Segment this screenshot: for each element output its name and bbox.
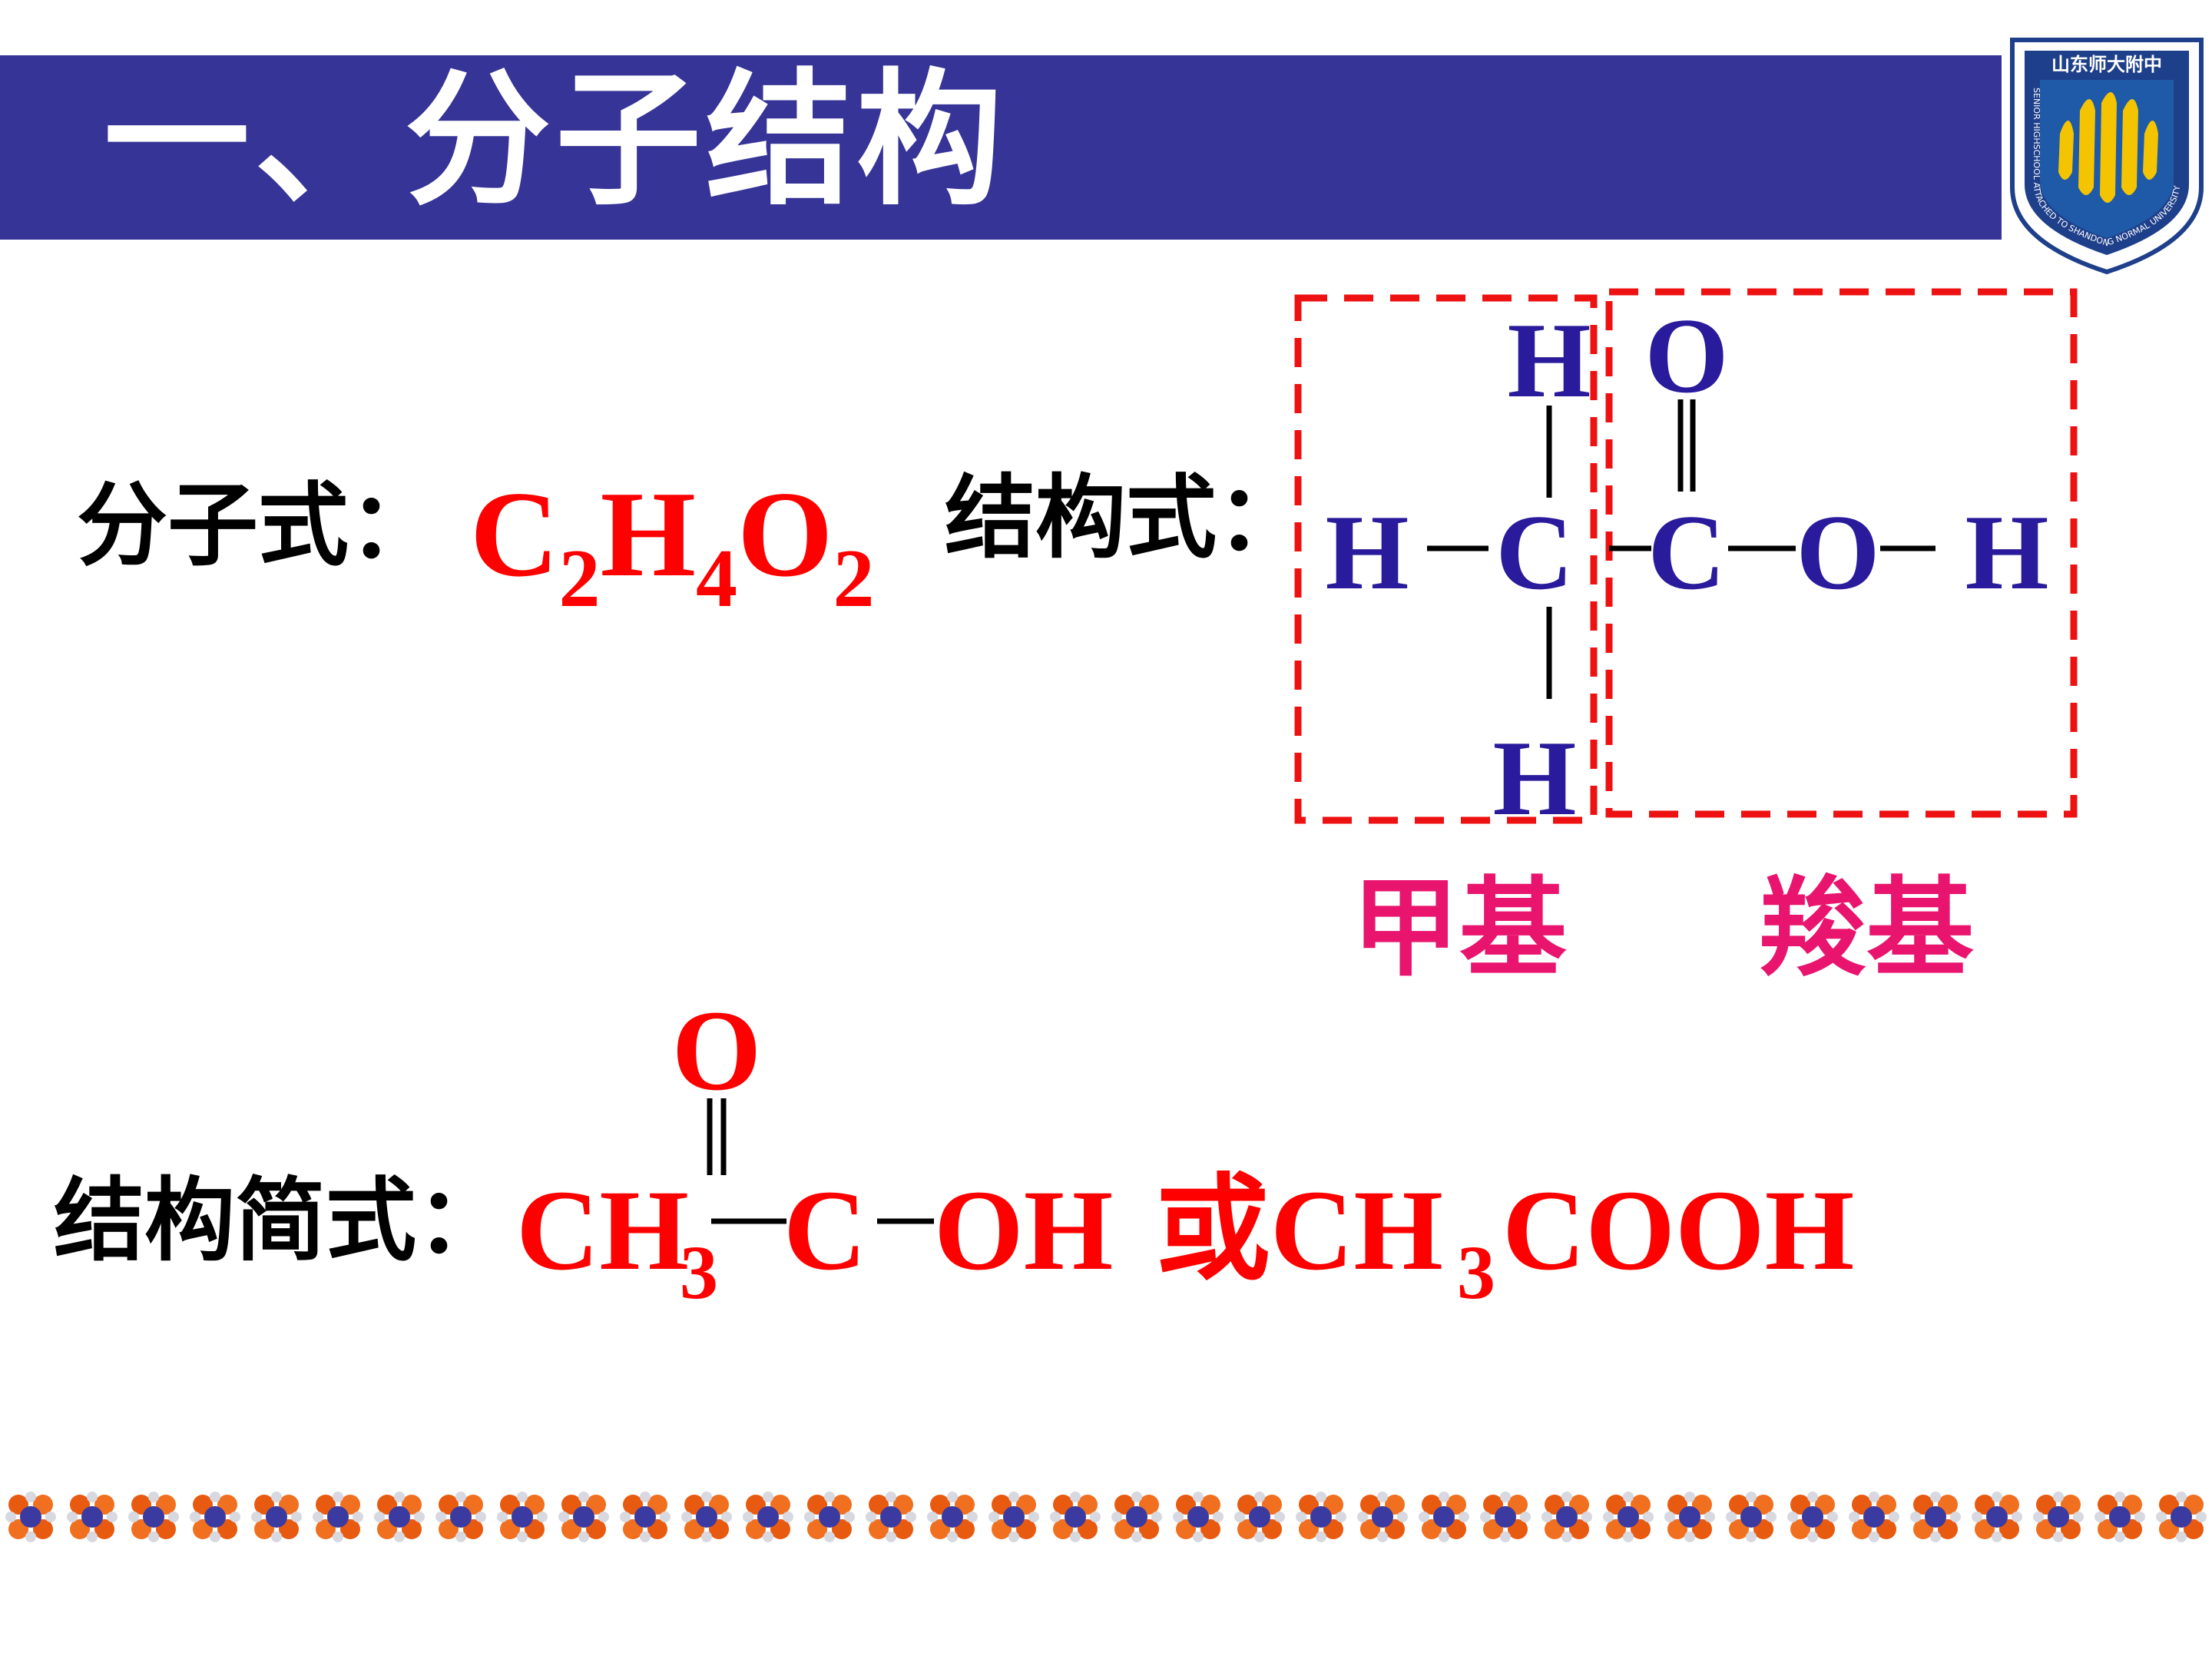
- molecule-icon: [497, 1492, 548, 1542]
- molecule-icon: [1480, 1492, 1531, 1542]
- molecule-icon: [681, 1492, 732, 1542]
- atom-o-right: O: [1796, 493, 1880, 612]
- condensed-alt-sub: 3: [1457, 1230, 1495, 1315]
- molecule-icon: [1664, 1492, 1715, 1542]
- atom-h-right: H: [1965, 493, 2049, 612]
- molecule-icon: [190, 1492, 240, 1542]
- carboxyl-group-box: [1605, 288, 2078, 818]
- molecule-icon: [251, 1492, 302, 1542]
- condensed-o-top: O: [672, 991, 762, 1114]
- methyl-group-box: [1294, 294, 1598, 824]
- school-logo-icon: 山东师大附中 SENIOR HIGHSCHOOL ATTACHED TO SHA…: [2010, 38, 2204, 275]
- molecule-icon: [1111, 1492, 1162, 1542]
- formula-el-o: O: [737, 465, 833, 602]
- atom-c2: C: [1647, 493, 1725, 612]
- molecule-icon: [2156, 1492, 2207, 1542]
- molecular-formula: C2H4O2: [470, 472, 874, 621]
- condensed-formula-label: 结构简式：: [54, 1167, 508, 1273]
- molecule-icon: [988, 1492, 1039, 1542]
- molecule-icon: [1357, 1492, 1408, 1542]
- molecule-icon: [558, 1492, 609, 1542]
- formula-sub-h: 4: [696, 533, 737, 624]
- condensed-formula-diagram: O CH 3 C OH 或CH 3 COOH: [516, 991, 1854, 1315]
- condensed-c: C: [783, 1167, 866, 1294]
- molecule-icon: [1910, 1492, 1961, 1542]
- molecule-icon: [1419, 1492, 1469, 1542]
- formula-sub-o: 2: [833, 533, 875, 624]
- atom-o-top: O: [1645, 296, 1729, 416]
- molecule-icon: [67, 1492, 118, 1542]
- molecule-icon: [1603, 1492, 1654, 1542]
- condensed-alt-suffix: COOH: [1502, 1167, 1854, 1294]
- methyl-group-label: 甲基: [1352, 866, 1568, 992]
- molecule-icon: [128, 1492, 179, 1542]
- molecule-icon: [743, 1492, 793, 1542]
- carboxyl-group-label: 羧基: [1759, 866, 1975, 992]
- structural-formula-label: 结构式：: [945, 465, 1308, 571]
- formula-el-h: H: [600, 465, 696, 602]
- molecule-icon: [435, 1492, 486, 1542]
- molecule-icon: [2094, 1492, 2145, 1542]
- structural-formula-diagram: H O H C C O H H: [1294, 288, 2078, 830]
- page-title: 一、分子结构: [104, 55, 1008, 225]
- atom-h-left: H: [1326, 493, 1409, 612]
- title-bar: [0, 55, 2002, 240]
- atom-h-bottom: H: [1493, 719, 1577, 830]
- molecule-icon: [5, 1492, 56, 1542]
- molecule-icon: [1050, 1492, 1101, 1542]
- molecule-icon: [1541, 1492, 1592, 1542]
- molecule-icon: [1787, 1492, 1838, 1542]
- logo-top-text: 山东师大附中: [2051, 54, 2162, 75]
- formula-el-c: C: [470, 465, 559, 602]
- condensed-ch3: CH: [516, 1167, 689, 1294]
- molecule-icon: [313, 1492, 363, 1542]
- molecule-icon: [1173, 1492, 1224, 1542]
- molecule-icon: [1234, 1492, 1285, 1542]
- molecule-icon: [927, 1492, 978, 1542]
- molecular-formula-label: 分子式：: [77, 472, 440, 578]
- condensed-ch3-sub: 3: [680, 1230, 718, 1315]
- molecule-icon: [620, 1492, 671, 1542]
- atom-c1: C: [1495, 493, 1573, 612]
- molecule-icon: [1849, 1492, 1899, 1542]
- molecule-icon: [1972, 1492, 2022, 1542]
- molecule-icon: [804, 1492, 855, 1542]
- condensed-alt-prefix: 或CH: [1155, 1167, 1443, 1294]
- atom-h-top: H: [1508, 301, 1591, 420]
- formula-sub-c: 2: [558, 533, 601, 624]
- molecule-icon: [2033, 1492, 2084, 1542]
- molecule-icon: [866, 1492, 916, 1542]
- molecule-icon: [1726, 1492, 1777, 1542]
- condensed-oh: OH: [934, 1167, 1113, 1294]
- molecule-icon: [374, 1492, 425, 1542]
- molecule-strip-icon: [5, 1492, 2207, 1542]
- molecule-icon: [1296, 1492, 1346, 1542]
